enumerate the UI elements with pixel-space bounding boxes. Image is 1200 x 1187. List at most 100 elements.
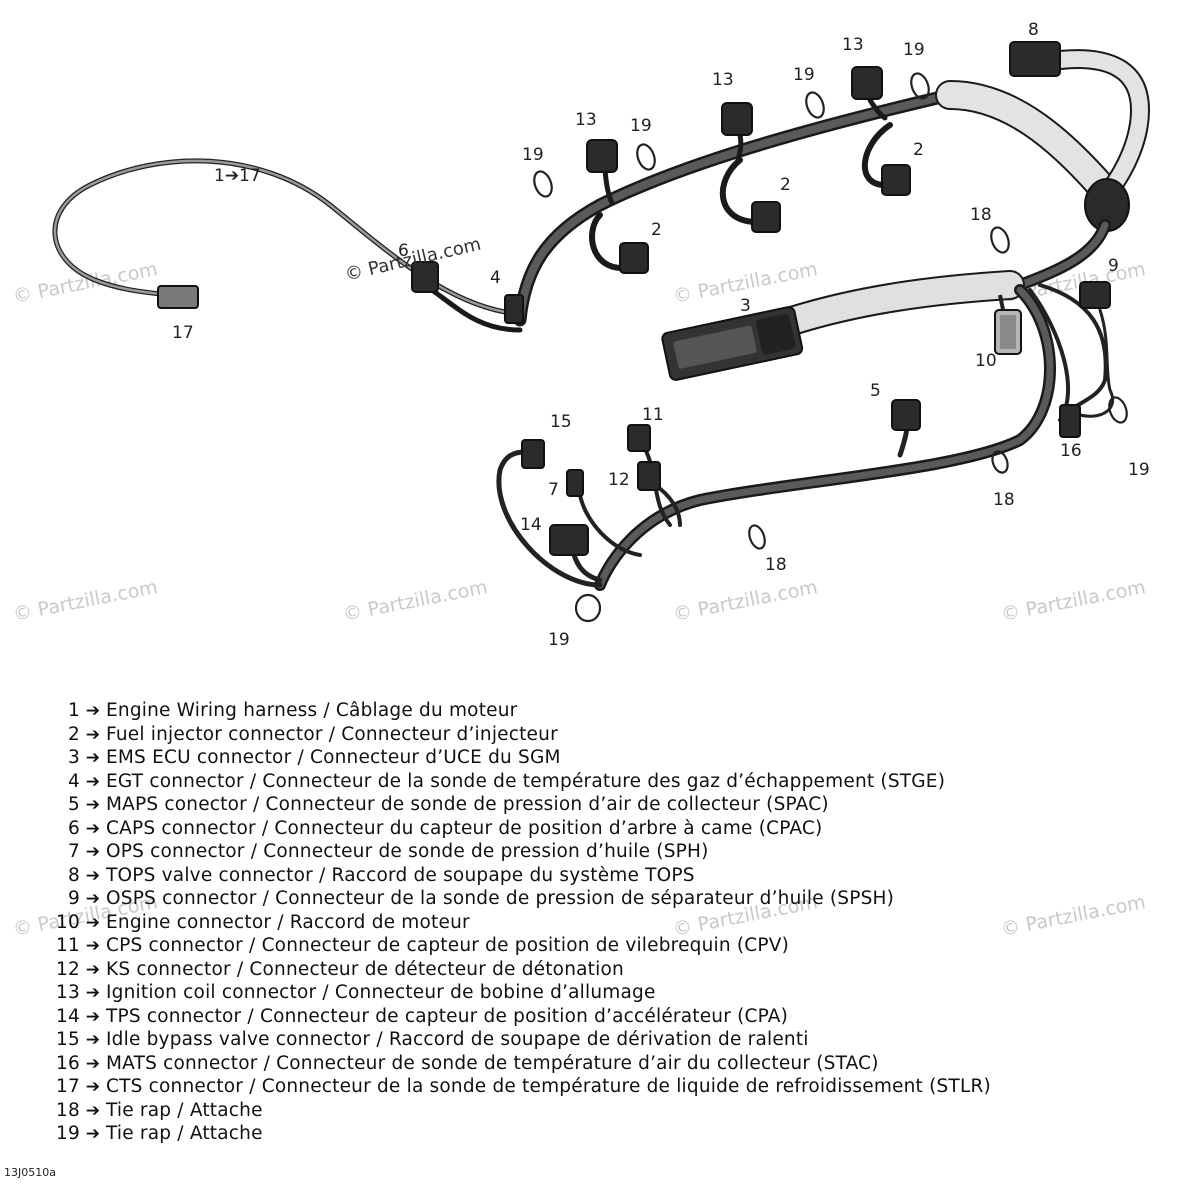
legend-row: 13➔Ignition coil connector / Connecteur … (40, 982, 1190, 1006)
arrow-icon: ➔ (85, 795, 101, 815)
cts-connector (157, 285, 199, 309)
legend-text: Engine connector / Raccord de moteur (106, 911, 470, 933)
legend-number: 18 (56, 1099, 80, 1121)
legend-row: 11➔CPS connector / Connecteur de capteur… (40, 935, 1190, 959)
callout-19: 19 (903, 40, 925, 60)
legend-row: 6➔CAPS connector / Connecteur du capteur… (40, 818, 1190, 842)
legend-number: 1 (68, 700, 80, 721)
callout-18: 18 (993, 490, 1015, 510)
legend-number: 8 (68, 864, 80, 886)
arrow-icon: ➔ (85, 865, 101, 886)
callout-10: 10 (975, 351, 997, 371)
legend-text: Fuel injector connector / Connecteur d’i… (106, 723, 558, 745)
arrow-icon: ➔ (85, 842, 101, 862)
ecu-connector (661, 306, 804, 381)
arrow-icon: ➔ (85, 724, 101, 745)
ignition-coil-connector (586, 139, 618, 173)
callout-19: 19 (548, 630, 570, 650)
tie-rap (991, 450, 1009, 474)
tie-rap (636, 143, 656, 171)
callout-8: 8 (1028, 20, 1039, 40)
legend-row: 16➔MATS connector / Connecteur de sonde … (40, 1053, 1190, 1077)
legend-number: 11 (56, 935, 80, 956)
ops-connector (566, 469, 584, 497)
arrow-icon: ➔ (85, 748, 101, 768)
legend-text: CPS connector / Connecteur de capteur de… (106, 935, 790, 956)
legend-text: OPS connector / Connecteur de sonde de p… (106, 841, 709, 862)
legend-row: 7➔OPS connector / Connecteur de sonde de… (40, 841, 1190, 865)
egt-connector (504, 294, 524, 324)
legend-row: 5➔MAPS conector / Connecteur de sonde de… (40, 794, 1190, 818)
legend-number: 16 (56, 1052, 80, 1074)
legend-text: CTS connector / Connecteur de la sonde d… (106, 1076, 991, 1097)
callout-12: 12 (608, 470, 630, 490)
legend-text: TOPS valve connector / Raccord de soupap… (106, 864, 695, 886)
tie-rap (1108, 396, 1128, 424)
callout-2: 2 (913, 140, 924, 160)
callout-15: 15 (550, 412, 572, 432)
legend-number: 7 (68, 841, 80, 862)
legend-text: Ignition coil connector / Connecteur de … (106, 982, 656, 1003)
parts-legend: 1➔Engine Wiring harness / Câblage du mot… (40, 700, 1190, 1147)
ks-connector (637, 461, 661, 491)
callout-19: 19 (1128, 460, 1150, 480)
tie-rap (574, 593, 602, 623)
arrow-icon: ➔ (85, 701, 101, 721)
tie-rap (805, 91, 825, 119)
legend-row: 15➔Idle bypass valve connector / Raccord… (40, 1029, 1190, 1053)
tops-valve-connector (1009, 41, 1061, 77)
wiring-harness-diagram (52, 41, 1150, 623)
fuel-injector-connector (751, 201, 781, 233)
callout-19: 19 (522, 145, 544, 165)
callout-18: 18 (970, 205, 992, 225)
legend-row: 14➔TPS connector / Connecteur de capteur… (40, 1006, 1190, 1030)
legend-number: 14 (56, 1005, 80, 1027)
legend-number: 3 (68, 747, 80, 768)
arrow-icon: ➔ (85, 818, 101, 839)
legend-number: 10 (56, 911, 80, 933)
arrow-icon: ➔ (85, 1053, 101, 1074)
legend-row: 2➔Fuel injector connector / Connecteur d… (40, 724, 1190, 748)
legend-number: 13 (56, 982, 80, 1003)
legend-number: 12 (56, 958, 80, 980)
callout-2: 2 (651, 220, 662, 240)
arrow-icon: ➔ (85, 959, 101, 980)
caps-connector (411, 261, 439, 293)
legend-row: 18➔Tie rap / Attache (40, 1100, 1190, 1124)
legend-text: Idle bypass valve connector / Raccord de… (106, 1029, 809, 1050)
fuel-injector-connector (619, 242, 649, 274)
fuel-injector-connector (881, 164, 911, 196)
tie-rap (533, 170, 553, 198)
legend-number: 17 (56, 1076, 80, 1097)
tie-rap (748, 524, 766, 550)
legend-number: 15 (56, 1029, 80, 1050)
legend-text: EGT connector / Connecteur de la sonde d… (106, 770, 946, 792)
tie-rap (990, 226, 1010, 254)
legend-row: 12➔KS connector / Connecteur de détecteu… (40, 959, 1190, 983)
callout-14: 14 (520, 515, 542, 535)
callout-16: 16 (1060, 441, 1082, 461)
engine-connector (994, 294, 1022, 355)
arrow-icon: ➔ (85, 912, 101, 933)
arrow-icon: ➔ (85, 889, 101, 909)
ignition-coil-connector (851, 66, 883, 100)
callout-4: 4 (490, 268, 501, 288)
mats-connector (1059, 404, 1081, 438)
callout-13: 13 (712, 70, 734, 90)
figure-code: 13J0510a (4, 1166, 56, 1179)
ignition-coil-connector (721, 102, 753, 136)
callout-1-17: 1➔17 (214, 166, 261, 186)
callout-6: 6 (398, 241, 409, 261)
callout-7: 7 (548, 480, 559, 500)
callout-5: 5 (870, 381, 881, 401)
legend-text: Tie rap / Attache (106, 1099, 263, 1121)
arrow-icon: ➔ (85, 936, 101, 956)
legend-text: Engine Wiring harness / Câblage du moteu… (106, 700, 518, 721)
legend-number: 2 (68, 723, 80, 745)
callout-19: 19 (630, 116, 652, 136)
arrow-icon: ➔ (85, 1100, 101, 1121)
legend-text: EMS ECU connector / Connecteur d’UCE du … (106, 747, 561, 768)
callout-3: 3 (740, 296, 751, 316)
callout-18: 18 (765, 555, 787, 575)
tps-connector (549, 524, 589, 556)
